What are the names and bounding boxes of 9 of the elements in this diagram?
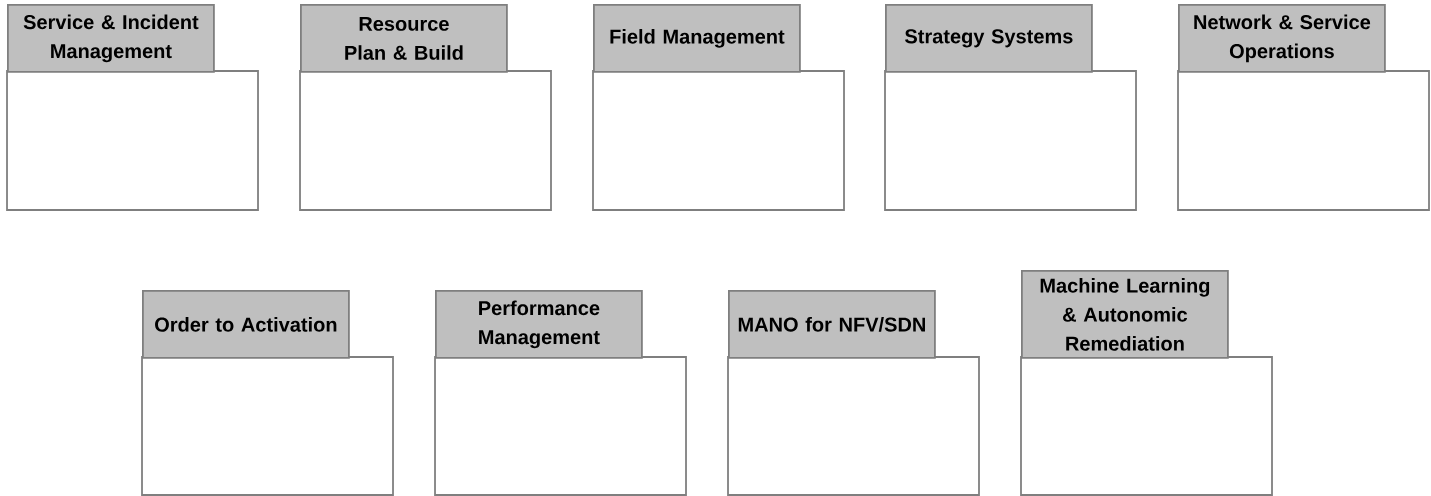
node-label: Service & Incident Management [23, 14, 199, 63]
node-label: Network & Service Operations [1194, 14, 1371, 63]
node-label: MANO for NFV/SDN [738, 316, 925, 332]
node-label: Field Management [610, 29, 785, 48]
node-label: Strategy Systems [904, 29, 1073, 48]
node-label: Resource Plan & Build [345, 16, 463, 60]
node-label: Machine Learning & Autonomic Remediation [1040, 278, 1210, 351]
node-label: Performance Management [479, 300, 600, 349]
node-label: Order to Activation [155, 317, 337, 332]
